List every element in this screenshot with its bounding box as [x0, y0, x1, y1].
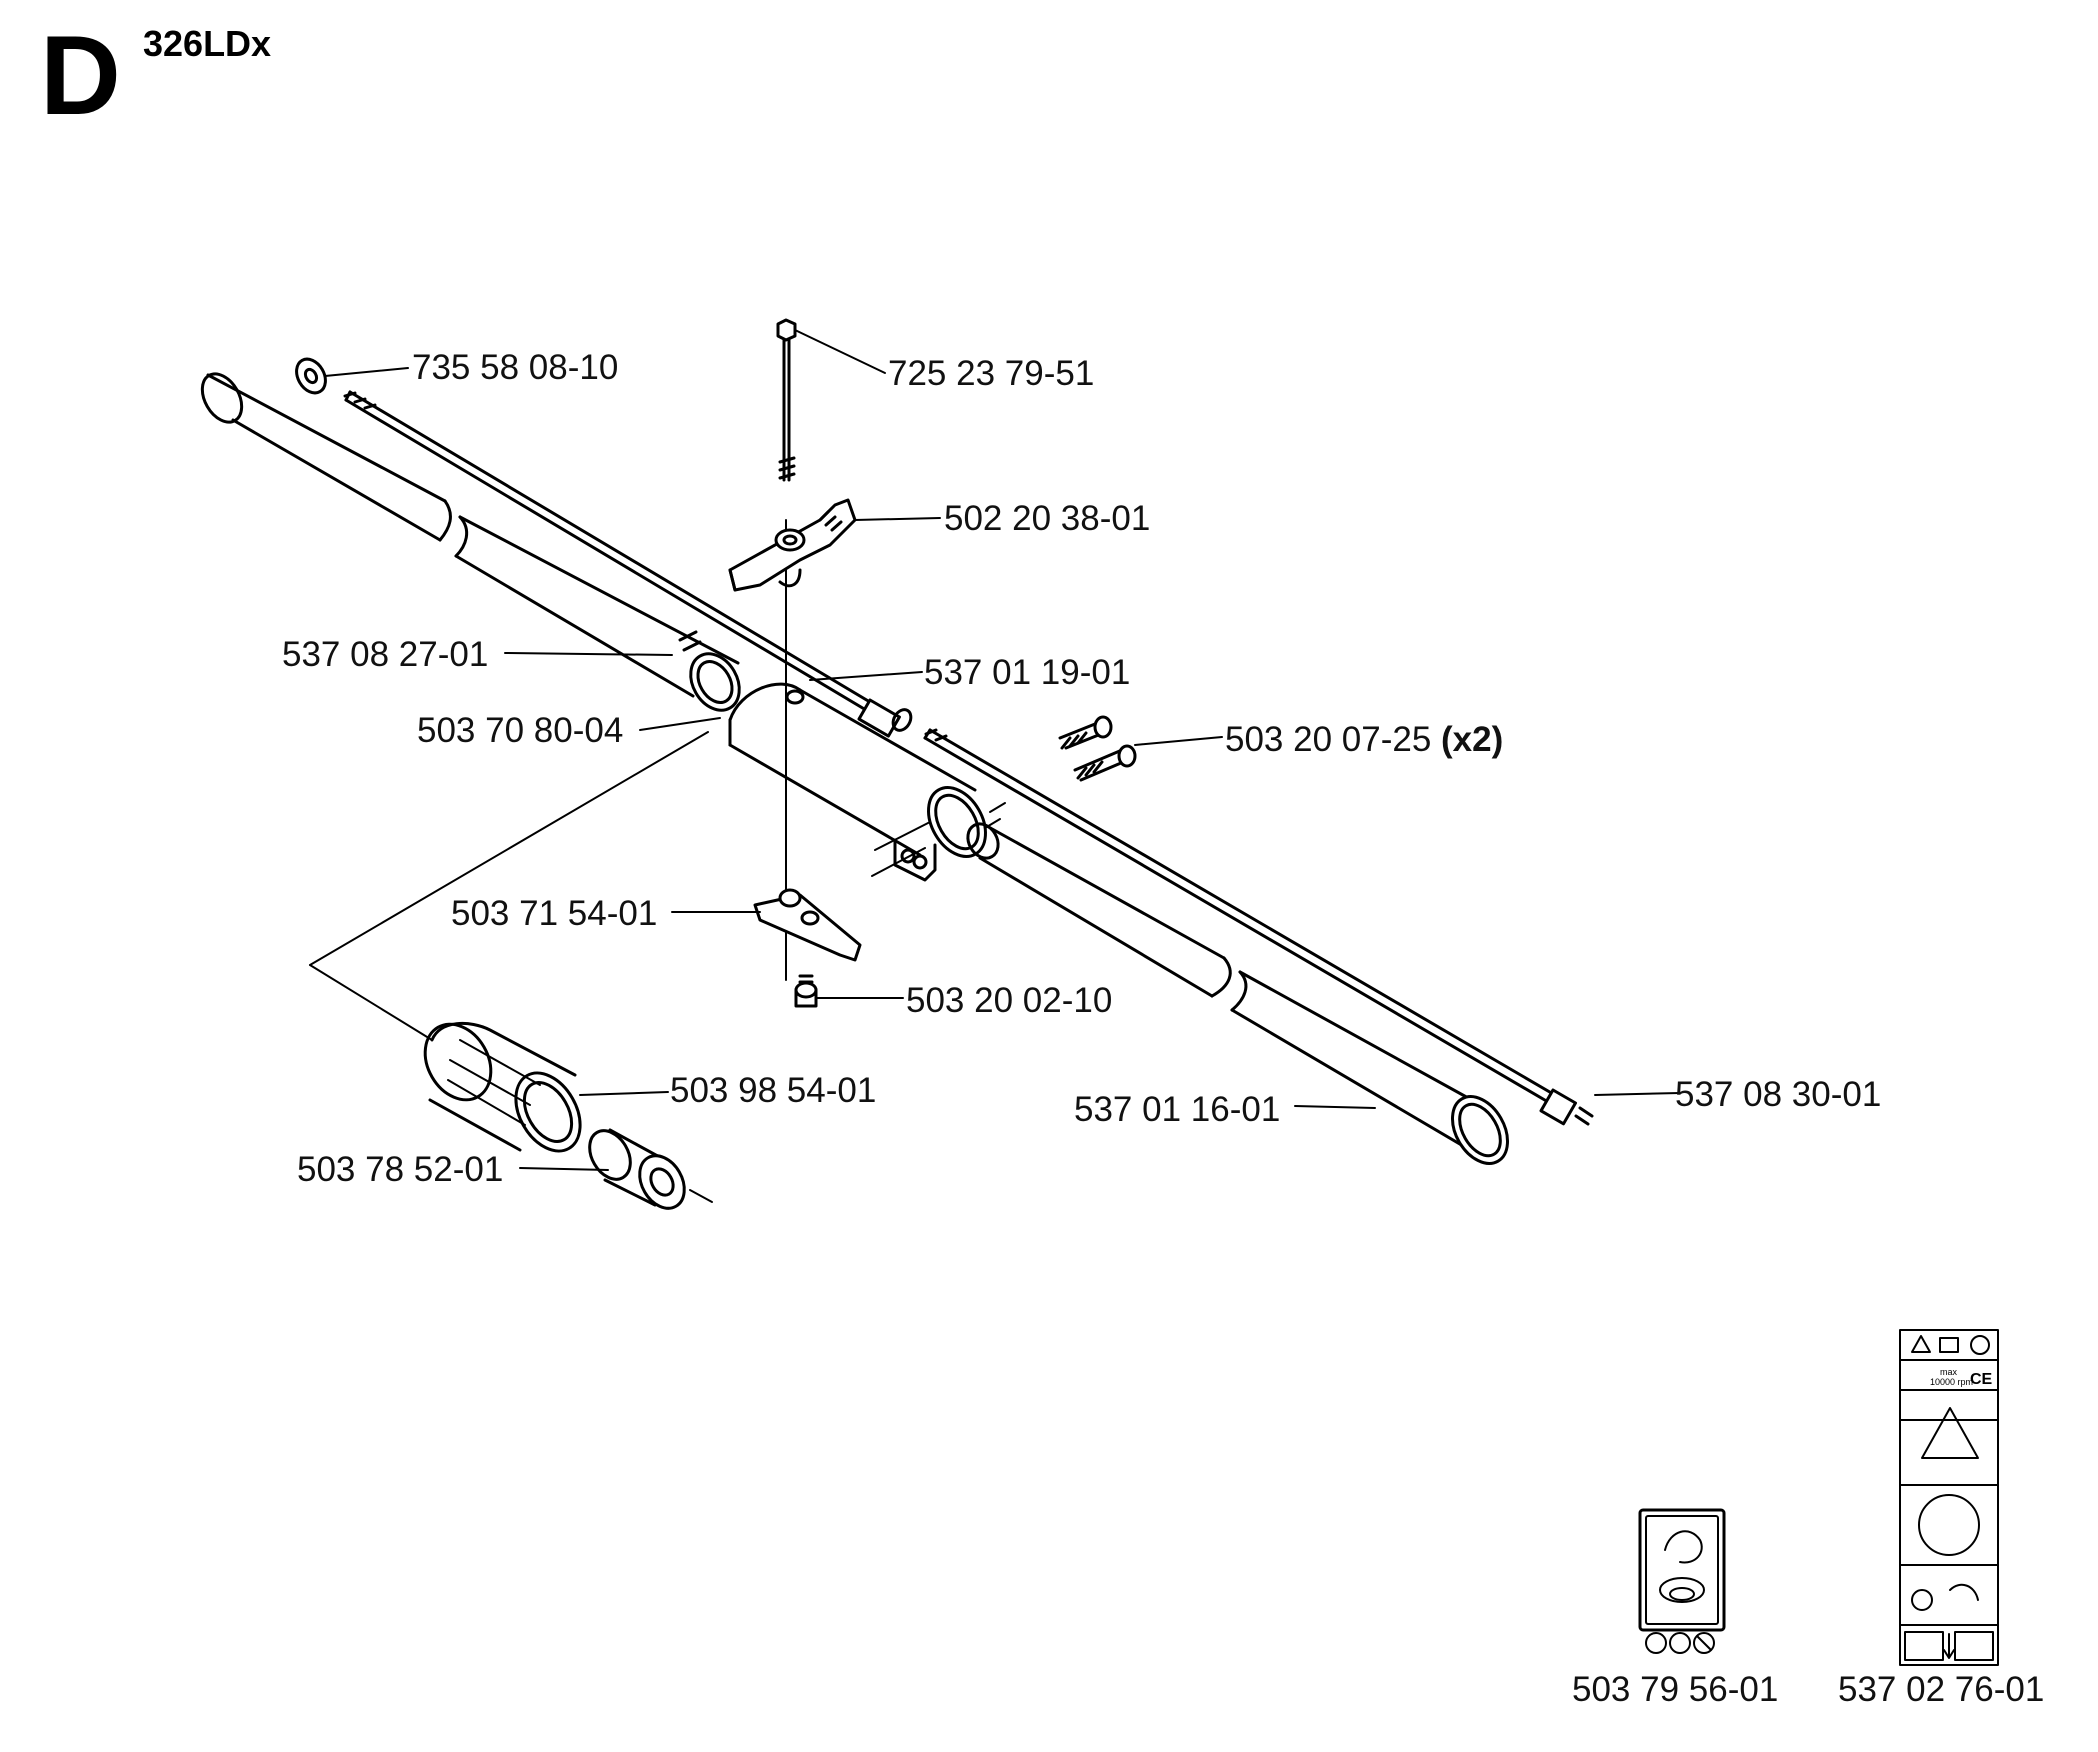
decal-ce-mark: CE: [1970, 1371, 1993, 1388]
bolt-long-drawing: [776, 318, 797, 981]
part-number-decal-trimmer-head: 503 79 56-01: [1572, 1670, 1779, 1709]
guide-line-lower: [309, 964, 433, 1041]
part-number-wing-knob: 502 20 38-01: [944, 499, 1151, 538]
part-number-drive-shaft-end: 537 08 30-01: [1675, 1075, 1882, 1114]
decal-warning-labels-drawing: [1899, 1329, 1999, 1666]
clamp-screw-number: 503 20 07-25: [1225, 720, 1432, 759]
upper-shaft-tube-drawing: [200, 372, 741, 712]
guide-line-upper: [309, 731, 709, 966]
bushing-drawing: [588, 1128, 713, 1210]
drive-shaft-lower-drawing: [923, 728, 1594, 1126]
part-number-clamp-screw: 503 20 07-25 (x2): [1225, 722, 1503, 757]
part-number-decal-warning-labels: 537 02 76-01: [1838, 1670, 2045, 1709]
part-number-vibration-damper: 503 98 54-01: [670, 1071, 877, 1110]
clamp-screws-drawing: [1058, 715, 1137, 782]
wing-knob-drawing: [728, 498, 857, 592]
lower-shaft-tube-drawing: [966, 822, 1509, 1165]
coupling-housing-drawing: [728, 682, 1006, 882]
washer-drawing: [295, 357, 327, 395]
part-number-washer: 735 58 08-10: [412, 348, 619, 387]
clamp-screw-quantity: (x2): [1441, 720, 1504, 759]
bracket-plate-drawing: [753, 888, 862, 962]
decal-trimmer-head-drawing: [1638, 1508, 1726, 1654]
part-number-bolt-long: 725 23 79-51: [888, 354, 1095, 393]
part-number-small-screw: 503 20 02-10: [906, 981, 1113, 1020]
model-name: 326LDx: [143, 23, 272, 64]
part-number-upper-shaft-tube: 537 08 27-01: [282, 635, 489, 674]
leader-lines: [324, 329, 1681, 1171]
part-number-lower-shaft-tube: 537 01 16-01: [1074, 1090, 1281, 1129]
part-number-bushing: 503 78 52-01: [297, 1150, 504, 1189]
part-number-drive-shaft-upper: 537 01 19-01: [924, 653, 1131, 692]
small-screw-drawing: [794, 974, 818, 1008]
vibration-damper-drawing: [423, 1021, 582, 1153]
section-letter: D: [40, 13, 121, 138]
decal-max-text: max: [1940, 1367, 1958, 1377]
part-number-coupling-housing: 503 70 80-04: [417, 711, 624, 750]
drive-shaft-upper-drawing: [343, 390, 913, 738]
decal-rpm-text: 10000 rpm: [1930, 1377, 1973, 1387]
part-number-bracket-plate: 503 71 54-01: [451, 894, 658, 933]
